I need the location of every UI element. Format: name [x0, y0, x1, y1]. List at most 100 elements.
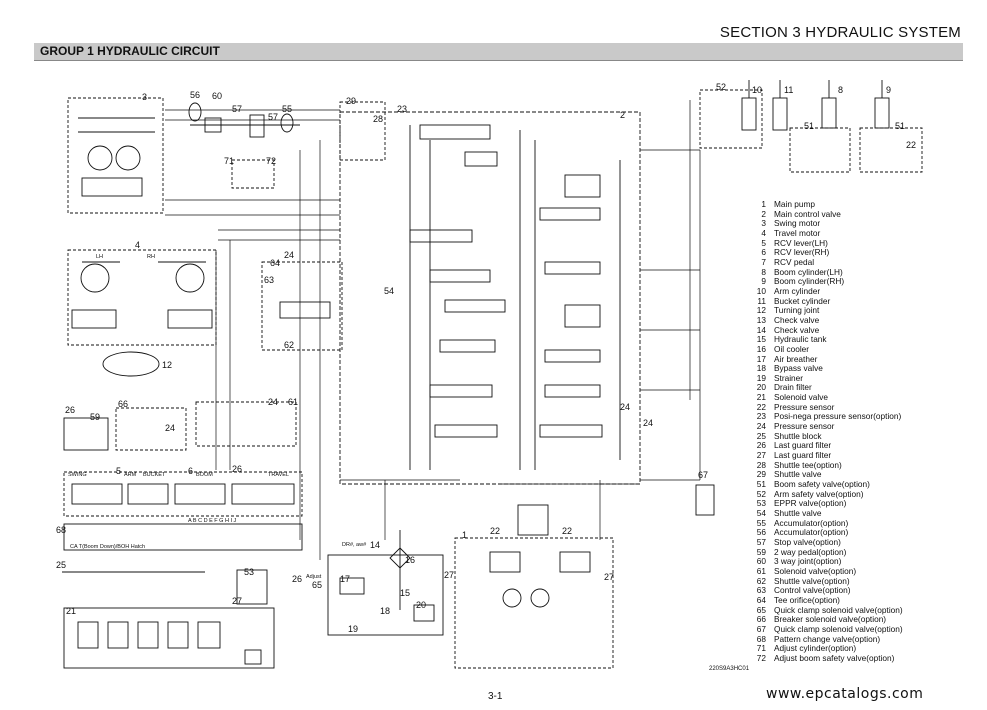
legend-label: Last guard filter — [774, 450, 832, 461]
legend-label: Shuttle tee(option) — [774, 459, 842, 470]
label-ca-note: CA T(Boom Down)/BOH Hatch — [70, 544, 145, 550]
legend-label: Shuttle valve — [774, 508, 822, 518]
legend-number: 11 — [757, 295, 766, 306]
legend-label: Air breather — [774, 353, 818, 364]
label-lh: LH — [96, 254, 103, 260]
legend-row: 7 RCV pedal — [744, 256, 903, 268]
drawing-code: 220S9A3HC01 — [709, 666, 750, 672]
label-adjust: Adjust — [306, 574, 322, 580]
rcv-lever-row — [63, 471, 303, 517]
label-12: 12 — [162, 360, 172, 370]
solenoid-valve-block — [63, 607, 275, 669]
pattern-change-valve — [63, 523, 303, 551]
label-22b: 22 — [490, 526, 500, 536]
label-26c: 26 — [292, 574, 302, 584]
label-15: 15 — [400, 588, 410, 598]
label-27: 27 — [232, 596, 242, 606]
legend-number: 26 — [756, 440, 766, 451]
legend-row: 14 Check valve — [744, 324, 903, 336]
legend-label: Check valve — [774, 324, 820, 335]
label-54: 54 — [384, 286, 394, 296]
legend-number: 63 — [756, 585, 766, 596]
legend-number: 27 — [756, 450, 766, 461]
legend-label: Strainer — [774, 372, 804, 383]
legend-label: Stop valve(option) — [774, 536, 841, 547]
legend-label: Breaker solenoid valve(option) — [774, 614, 887, 625]
label-62: 62 — [284, 340, 294, 350]
hose-lines — [165, 100, 701, 560]
legend-number: 14 — [756, 324, 766, 335]
label-4: 4 — [135, 240, 140, 250]
legend-number: 59 — [756, 546, 766, 557]
legend-number: 68 — [756, 633, 766, 644]
legend-number: 20 — [756, 382, 766, 393]
legend-number: 17 — [756, 353, 766, 364]
legend-number: 67 — [756, 623, 766, 634]
legend-label: Control valve(option) — [774, 585, 851, 596]
legend-number: 65 — [756, 604, 766, 615]
label-17: 17 — [340, 574, 350, 584]
main-pump-block — [67, 97, 164, 214]
legend-row: 17 Air breather — [744, 353, 903, 365]
turning-joint — [102, 351, 160, 377]
legend-number: 23 — [756, 411, 766, 422]
main-pump-detail — [454, 504, 614, 669]
label-14: 14 — [370, 540, 380, 550]
legend-label: Bypass valve — [774, 363, 823, 374]
label-swing: SWING — [68, 472, 87, 478]
legend-label: Shuttle valve(option) — [774, 575, 850, 586]
legend-row: 53 EPPR valve(option) — [744, 499, 903, 509]
legend-number: 10 — [756, 285, 766, 296]
label-arm: ARM — [124, 472, 137, 478]
legend-row: 63 Control valve(option) — [744, 586, 903, 596]
label-11: 11 — [784, 85, 793, 95]
legend-number: 53 — [756, 498, 766, 509]
legend-label: Boom safety valve(option) — [774, 479, 870, 490]
label-72: 72 — [266, 156, 276, 166]
legend-label: Last guard filter — [774, 440, 832, 451]
label-27b: 27 — [444, 570, 454, 580]
label-67: 67 — [698, 470, 708, 480]
legend-number: 19 — [756, 372, 766, 383]
tank-cooler-group — [327, 530, 444, 636]
legend-label: RCV pedal — [774, 256, 815, 267]
label-65: 65 — [312, 580, 322, 590]
label-20: 20 — [416, 600, 426, 610]
legend-number: 51 — [756, 479, 766, 490]
option-valve-row — [63, 401, 297, 451]
legend-label: EPPR valve(option) — [774, 498, 847, 509]
label-rh: RH — [147, 254, 155, 260]
hydraulic-circuit-diagram: 3 56 60 57 55 57 71 72 29 23 28 2 52 10 … — [56, 80, 923, 669]
label-3: 3 — [142, 92, 147, 102]
legend-number: 7 — [761, 256, 766, 267]
label-24e: 24 — [268, 397, 278, 407]
legend-label: Turning joint — [774, 305, 820, 316]
label-27c: 27 — [604, 572, 614, 582]
legend-label: Shuttle valve — [774, 469, 822, 480]
legend-label: Quick clamp solenoid valve(option) — [774, 623, 903, 634]
legend-label: Pattern change valve(option) — [774, 633, 881, 644]
label-21: 21 — [66, 606, 76, 616]
label-22: 22 — [906, 140, 916, 150]
label-26: 26 — [65, 405, 75, 415]
legend-row: 67 Quick clamp solenoid valve(option) — [744, 623, 903, 635]
label-29: 29 — [346, 96, 356, 106]
